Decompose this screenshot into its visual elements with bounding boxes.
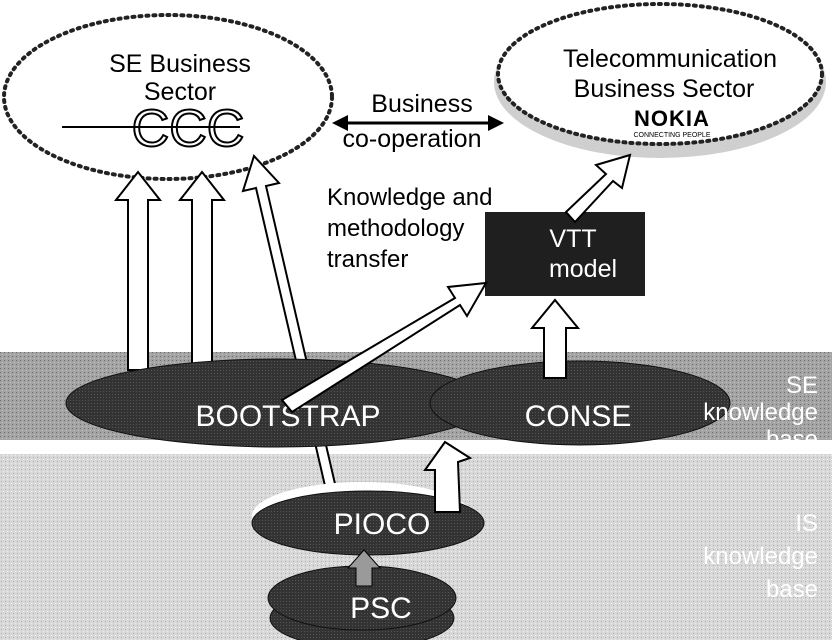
ccc-logo: CCC (62, 99, 245, 159)
is-knowledge-label-line1: IS (795, 510, 818, 537)
vtt-model-label-line2: model (549, 255, 617, 283)
arrow-conse-to-vtt (529, 298, 581, 379)
se-knowledge-label-line1: SE (786, 372, 818, 399)
se-knowledge-label-line2: knowledge (703, 399, 818, 426)
arrow-bootstrap-to-se-1 (113, 170, 163, 371)
arrow-bootstrap-to-se-2 (177, 170, 227, 371)
business-cooperation-label-line1: Business (371, 90, 472, 118)
pioco-label: PIOCO (334, 508, 431, 541)
telecom-label-line2: Business Sector (574, 75, 755, 103)
telecom-business-sector-ellipse (496, 2, 824, 146)
business-cooperation-label-line2: co-operation (343, 125, 482, 153)
se-business-sector-ellipse (2, 13, 334, 181)
arrow-psc-to-pioco (346, 549, 382, 587)
nokia-logo: NOKIA CONNECTING PEOPLE (633, 106, 710, 139)
vtt-model-box (485, 212, 645, 296)
nokia-logo-text: NOKIA (634, 106, 710, 131)
vtt-model-label-line1: VTT (549, 225, 596, 253)
business-cooperation-arrow (332, 115, 504, 131)
se-business-label-line1: SE Business (109, 50, 251, 78)
nokia-tagline: CONNECTING PEOPLE (633, 132, 710, 139)
arrow-pioco-to-conse (423, 440, 473, 513)
knowledge-transfer-label-line2: methodology (327, 215, 464, 242)
ccc-logo-text: CCC (132, 100, 245, 158)
arrow-vtt-to-telecom (564, 153, 632, 224)
conse-label: CONSE (525, 400, 632, 433)
se-knowledge-label-line3: base (766, 426, 818, 453)
arrow-bootstrap-to-vtt (280, 281, 488, 414)
knowledge-transfer-label-line1: Knowledge and (327, 184, 492, 211)
is-knowledge-label-line2: knowledge (703, 543, 818, 570)
conse-ellipse (429, 360, 731, 446)
knowledge-transfer-label-line3: transfer (327, 246, 408, 273)
se-business-label-line2: Sector (144, 78, 216, 106)
telecom-label-line1: Telecommunication (563, 45, 777, 73)
is-knowledge-label-line3: base (766, 576, 818, 603)
psc-label: PSC (350, 592, 412, 625)
